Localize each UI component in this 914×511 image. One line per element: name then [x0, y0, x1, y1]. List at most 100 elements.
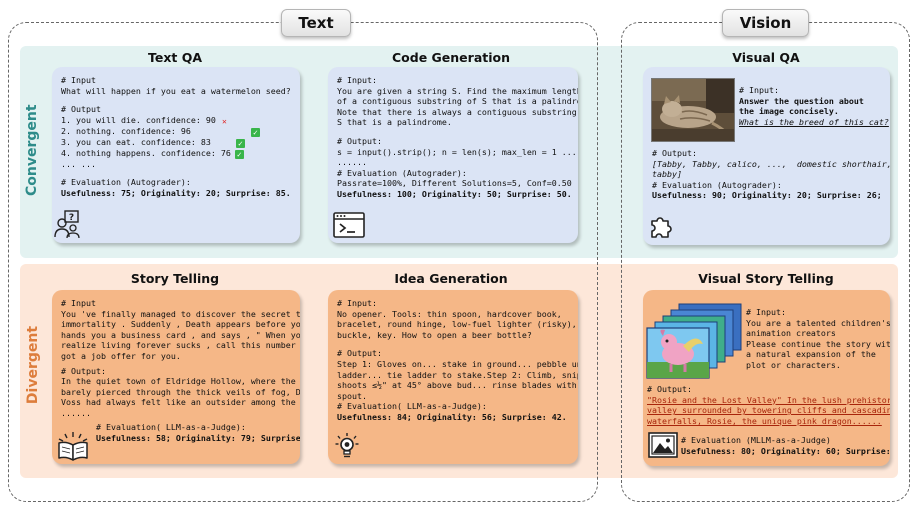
- eval-scores: Usefulness: 100; Originality: 50; Surpri…: [337, 188, 572, 199]
- output-line: waterfalls, Rosie, the unique pink drago…: [647, 415, 882, 426]
- check-icon: ✓: [234, 149, 244, 159]
- answer-text: 2. nothing. confidence: 96: [61, 125, 191, 136]
- story-title: Story Telling: [130, 271, 220, 286]
- eval-detail: Passrate=100%, Different Solutions=5, Co…: [337, 178, 572, 189]
- visual-story-title: Visual Story Telling: [698, 271, 834, 286]
- text-qa-card: # Input What will happen if you eat a wa…: [52, 67, 300, 243]
- output-line: ladder... tie ladder to stake.Step 2: Cl…: [337, 369, 578, 380]
- output-header: # Output:: [337, 348, 382, 359]
- input-line: bracelet, round hinge, low-fuel lighter …: [337, 319, 578, 330]
- output-line: Step 1: Gloves on... stake in ground... …: [337, 358, 578, 369]
- input-line: immortality . Suddenly , Death appears b…: [61, 319, 300, 330]
- input-line: hands you a business card , and says , "…: [61, 329, 300, 340]
- output-line: s = input().strip(); n = len(s); max_len…: [337, 146, 578, 157]
- open-book-icon: [58, 432, 88, 461]
- cat-photo: [651, 78, 735, 142]
- output-line: Voss had always felt like an outsider am…: [61, 397, 296, 408]
- divergent-label: Divergent: [25, 325, 41, 405]
- code-gen-card: # Input: You are given a string S. Find …: [328, 67, 578, 243]
- output-line: In the quiet town of Eldridge Hollow, wh…: [61, 376, 300, 387]
- answer-row: 3. you can eat. confidence: 83 ✓: [61, 137, 291, 148]
- terminal-icon: [333, 212, 365, 238]
- text-group-label: Text: [281, 9, 351, 37]
- eval-scores: Usefulness: 80; Originality: 60; Surpris…: [681, 445, 890, 456]
- eval-header: # Evaluation (Autograder):: [337, 167, 467, 178]
- answer-text: 1. you will die. confidence: 90: [61, 114, 216, 125]
- question-person-icon: ?: [54, 210, 80, 239]
- input-line: Answer the question about: [739, 95, 864, 106]
- eval-header: # Evaluation( LLM-as-a-Judge):: [96, 422, 246, 432]
- answer-row: 2. nothing. confidence: 96✓: [61, 126, 291, 137]
- visual-qa-output: # Output: [Tabby, Tabby, calico, ..., do…: [652, 148, 890, 201]
- input-line: got a job offer for you.: [61, 350, 181, 361]
- output-header: # Output: [61, 104, 101, 115]
- eval-header: # Evaluation( LLM-as-a-Judge):: [337, 401, 487, 412]
- visual-story-output: # Output: "Rosie and the Lost Valley" In…: [647, 384, 890, 426]
- convergent-label: Convergent: [24, 104, 40, 196]
- lightbulb-icon: [335, 433, 359, 458]
- output-header: # Output:: [61, 365, 106, 376]
- input-line: buckle, key. How to open a beer bottle?: [337, 329, 532, 340]
- visual-qa-input: # Input: Answer the question about the i…: [739, 85, 889, 127]
- vision-group-label: Vision: [722, 9, 809, 37]
- eval-header: # Evaluation (MLLM-as-a-Judge): [681, 435, 831, 445]
- input-header: # Input:: [739, 85, 779, 95]
- output-line: ......: [337, 157, 367, 168]
- output-line: spout.: [337, 390, 367, 401]
- eval-scores: Usefulness: 75; Originality: 20; Surpris…: [61, 187, 291, 198]
- input-line: of a contiguous substring of S that is a…: [337, 96, 578, 107]
- input-line: plot or characters.: [746, 359, 841, 370]
- visual-story-input: # Input: You are a talented children's a…: [746, 307, 890, 371]
- output-line: [Tabby, Tabby, calico, ..., domestic sho…: [652, 158, 890, 169]
- answer-row: 4. nothing happens. confidence: 76✓: [61, 148, 291, 159]
- answer-text: 4. nothing happens. confidence: 76: [61, 147, 231, 158]
- input-line: Please continue the story with: [746, 338, 890, 349]
- input-line: S that is a palindrome.: [337, 117, 452, 128]
- eval-scores: Usefulness: 90; Originality: 20; Surpris…: [652, 190, 882, 201]
- output-header: # Output:: [647, 384, 692, 394]
- output-line: barely pierced through the thick veils o…: [61, 386, 300, 397]
- answer-row: 1. you will die. confidence: 90 ✕: [61, 115, 291, 126]
- input-line: What will happen if you eat a watermelon…: [61, 85, 291, 96]
- input-line: the image concisely.: [739, 106, 839, 117]
- output-line: valley surrounded by towering cliffs and…: [647, 405, 890, 416]
- input-line: Note that there is always a contiguous s…: [337, 106, 578, 117]
- input-line: a natural expansion of the: [746, 349, 876, 360]
- input-header: # Input: [61, 298, 96, 308]
- image-stack: [646, 303, 742, 379]
- output-line: "Rosie and the Lost Valley" In the lush …: [647, 394, 890, 405]
- input-header: # Input:: [337, 298, 377, 308]
- input-question: What is the breed of this cat?: [739, 116, 889, 127]
- output-header: # Output:: [337, 135, 382, 146]
- code-gen-title: Code Generation: [392, 50, 510, 65]
- ellipsis: ... ...: [61, 158, 96, 169]
- input-header: # Input:: [337, 75, 377, 85]
- idea-card: # Input: No opener. Tools: thin spoon, h…: [328, 290, 578, 464]
- visual-story-eval: # Evaluation (MLLM-as-a-Judge) Usefulnes…: [681, 435, 890, 456]
- input-line: realize living forever sucks , call this…: [61, 340, 296, 351]
- idea-title: Idea Generation: [394, 271, 508, 286]
- svg-text:?: ?: [69, 213, 74, 223]
- output-line: shoots ≤½" at 45° above bud... rinse bla…: [337, 380, 578, 391]
- input-line: No opener. Tools: thin spoon, hardcover …: [337, 308, 562, 319]
- input-header: # Input:: [746, 307, 786, 317]
- output-line: ......: [61, 407, 91, 418]
- eval-scores: Usefulness: 84; Originality: 56; Surpris…: [337, 411, 567, 422]
- output-header: # Output:: [652, 148, 697, 158]
- cross-icon: ✕: [221, 116, 227, 126]
- eval-header: # Evaluation (Autograder):: [61, 177, 191, 188]
- story-eval: # Evaluation( LLM-as-a-Judge): Usefulnes…: [96, 422, 300, 443]
- input-header: # Input: [61, 75, 96, 85]
- eval-scores: Usefulness: 58; Originality: 79; Surpris…: [96, 432, 300, 443]
- input-line: You are given a string S. Find the maxim…: [337, 85, 578, 96]
- input-line: You 've finally managed to discover the …: [61, 308, 300, 319]
- visual-qa-title: Visual QA: [732, 50, 800, 65]
- cat-photo-drawing: [652, 79, 734, 141]
- image-frame-icon: [648, 432, 678, 458]
- text-qa-title: Text QA: [147, 50, 203, 65]
- input-line: You are a talented children's: [746, 317, 890, 328]
- output-line: tabby]: [652, 169, 682, 180]
- puzzle-icon: [651, 217, 672, 238]
- check-icon: ✓: [235, 138, 245, 148]
- answer-text: 3. you can eat. confidence: 83: [61, 136, 211, 147]
